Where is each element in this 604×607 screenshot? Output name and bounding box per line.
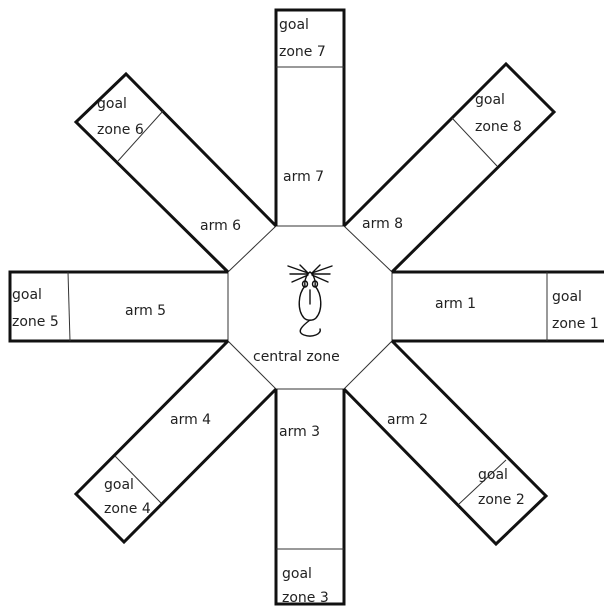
goal-zone-7-line2: zone 7 bbox=[279, 44, 326, 60]
goal-zone-6-line1: goal bbox=[97, 96, 127, 112]
arm-3-label: arm 3 bbox=[279, 424, 320, 440]
goal-zone-5-divider bbox=[67, 271, 71, 342]
goal-zone-1-line1: goal bbox=[552, 289, 582, 305]
goal-zone-4-line1: goal bbox=[104, 477, 134, 493]
goal-zone-2-line2: zone 2 bbox=[478, 492, 525, 508]
arm-5-label: arm 5 bbox=[125, 303, 166, 319]
goal-zone-1-line2: zone 1 bbox=[552, 316, 599, 332]
goal-zone-5-line1: goal bbox=[12, 287, 42, 303]
arm-1 bbox=[392, 270, 604, 343]
arm-2 bbox=[342, 339, 549, 547]
arm-8-label: arm 8 bbox=[362, 216, 403, 232]
arm-7 bbox=[274, 8, 346, 226]
arm-6 bbox=[73, 71, 278, 274]
goal-zone-7-line1: goal bbox=[279, 17, 309, 33]
goal-zone-4-line2: zone 4 bbox=[104, 501, 151, 517]
arm-4-label: arm 4 bbox=[170, 412, 211, 428]
goal-zone-8-divider bbox=[451, 117, 498, 167]
arm-5 bbox=[8, 270, 228, 343]
goal-zone-8-line1: goal bbox=[475, 92, 505, 108]
arm-8 bbox=[342, 61, 557, 274]
arm-3 bbox=[274, 389, 346, 606]
arm-6-label: arm 6 bbox=[200, 218, 241, 234]
goal-zone-3-line2: zone 3 bbox=[282, 590, 329, 606]
goal-zone-8-line2: zone 8 bbox=[475, 119, 522, 135]
arm-1-label: arm 1 bbox=[435, 296, 476, 312]
central-zone-label: central zone bbox=[253, 349, 340, 365]
arm-2-label: arm 2 bbox=[387, 412, 428, 428]
goal-zone-5-line2: zone 5 bbox=[12, 314, 59, 330]
arm-4 bbox=[73, 339, 278, 545]
goal-zone-6-divider bbox=[117, 110, 164, 162]
goal-zone-4-divider bbox=[114, 455, 162, 504]
arm-7-label: arm 7 bbox=[283, 169, 324, 185]
goal-zone-2-line1: goal bbox=[478, 467, 508, 483]
goal-zone-6-line2: zone 6 bbox=[97, 122, 144, 138]
goal-zone-3-line1: goal bbox=[282, 566, 312, 582]
mouse-icon bbox=[287, 264, 333, 337]
goal-zone-2-divider bbox=[458, 459, 507, 505]
